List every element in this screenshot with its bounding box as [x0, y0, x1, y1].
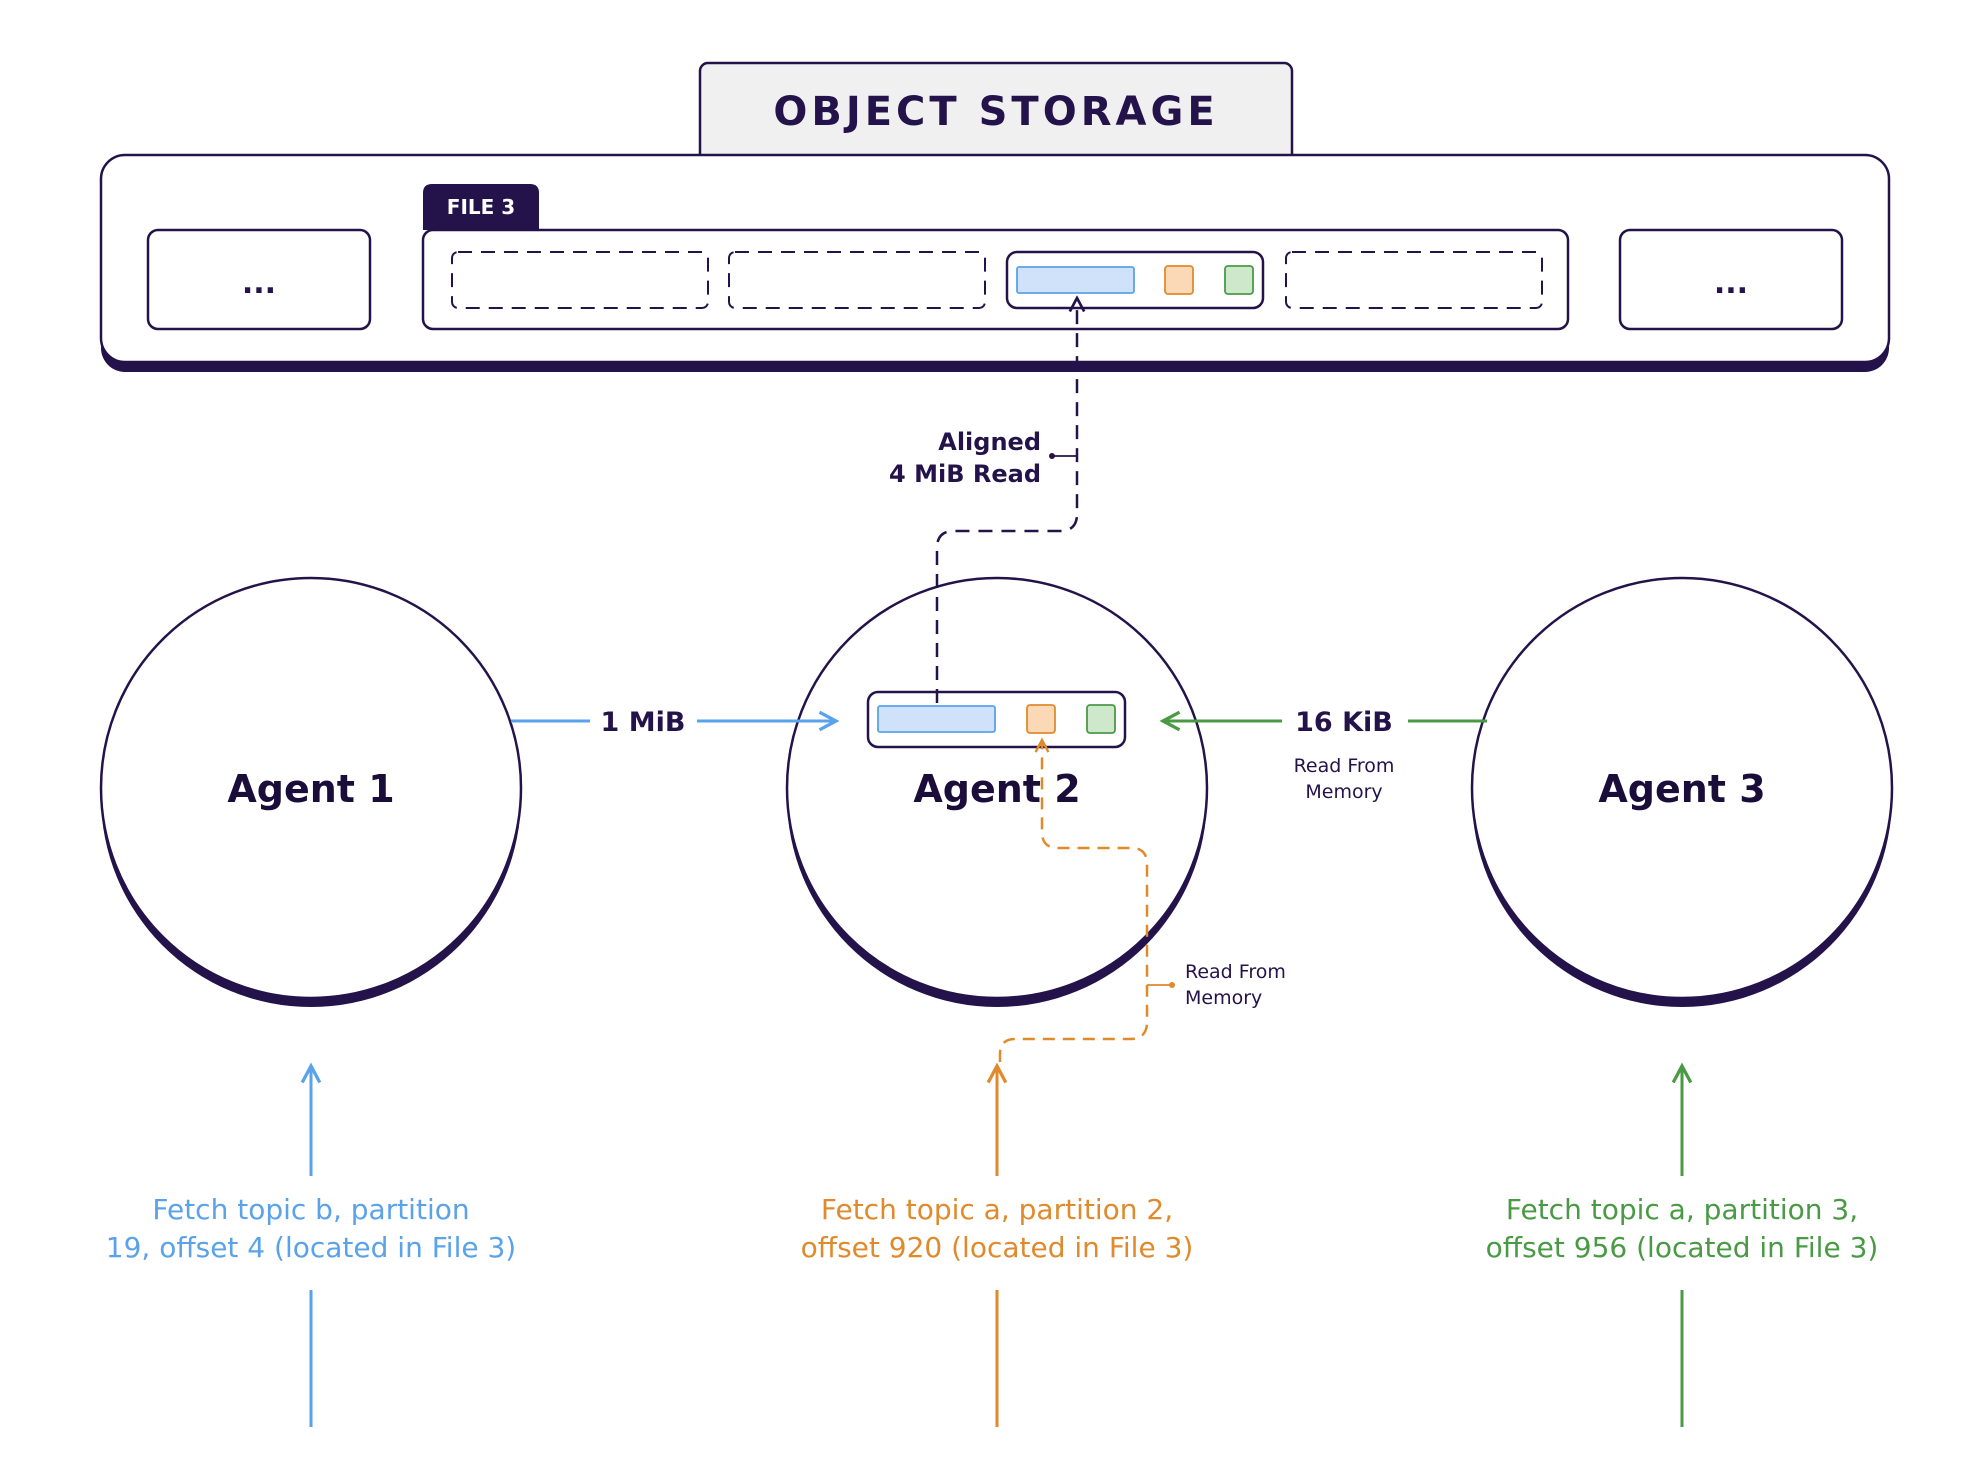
- file3-segment-2: [728, 251, 986, 309]
- request-1-text-line2: 19, offset 4 (located in File 3): [106, 1231, 516, 1264]
- agent-2: Agent 2: [785, 576, 1209, 1007]
- file3-blue-block: [1016, 266, 1135, 294]
- agent3-read-from-memory-line2: Memory: [1305, 781, 1382, 803]
- agent1-to-agent2-flow: 1 MiB: [511, 707, 836, 738]
- placeholder-file-right: [1618, 228, 1844, 331]
- aligned-read-flow: Aligned 4 MiB Read: [889, 298, 1077, 703]
- file3-segment-4: [1285, 251, 1543, 309]
- agent-2-green-block: [1086, 704, 1116, 734]
- agent-1-label: Agent 1: [227, 767, 394, 811]
- agent3-to-agent2-size-label: 16 KiB: [1295, 707, 1393, 738]
- placeholder-right-label: ...: [1714, 266, 1748, 301]
- agent-3-circle: [1470, 576, 1894, 1000]
- agent-1: Agent 1: [99, 576, 523, 1007]
- placeholder-file-left: [146, 228, 372, 331]
- agent2-read-from-memory-flow: Read From Memory: [998, 740, 1286, 1062]
- object-storage: OBJECT STORAGE ... ... FILE 3: [99, 61, 1891, 372]
- agent2-read-from-memory-line1: Read From: [1185, 961, 1286, 983]
- file3-tab: [423, 184, 539, 230]
- file3-label: FILE 3: [447, 195, 515, 219]
- agent-3-label: Agent 3: [1598, 767, 1765, 811]
- aligned-read-label-line1: Aligned: [938, 428, 1041, 456]
- agent-2-label: Agent 2: [913, 767, 1080, 811]
- agent-2-orange-block: [1026, 704, 1056, 734]
- aligned-read-arrow: [935, 298, 1077, 703]
- agent2-memory-read-arrow: [998, 740, 1149, 1062]
- request-agent-3: Fetch topic a, partition 3, offset 956 (…: [1486, 1066, 1879, 1427]
- file3-container: [421, 228, 1570, 331]
- file3-segment-active: [1005, 250, 1265, 310]
- agent2-memory-connector-dot: [1169, 982, 1175, 988]
- aligned-read-connector-dot: [1049, 453, 1055, 459]
- agent-2-circle: [785, 576, 1209, 1000]
- placeholder-left-label: ...: [242, 266, 276, 301]
- aligned-read-label-line2: 4 MiB Read: [889, 460, 1041, 488]
- file3-orange-block: [1164, 265, 1194, 295]
- request-agent-2: Fetch topic a, partition 2, offset 920 (…: [801, 1066, 1194, 1427]
- file3-segment-1: [451, 251, 709, 309]
- request-2-text-line2: offset 920 (located in File 3): [801, 1231, 1194, 1264]
- agent3-to-agent2-flow: 16 KiB Read From Memory: [1163, 707, 1487, 803]
- file3-green-block: [1224, 265, 1254, 295]
- agent3-read-from-memory-line1: Read From: [1294, 755, 1395, 777]
- request-3-text-line2: offset 956 (located in File 3): [1486, 1231, 1879, 1264]
- request-1-text-line1: Fetch topic b, partition: [152, 1193, 469, 1226]
- agent-3: Agent 3: [1470, 576, 1894, 1007]
- object-storage-title: OBJECT STORAGE: [773, 89, 1218, 135]
- agent-1-circle: [99, 576, 523, 1000]
- agent-2-blue-block: [877, 705, 996, 733]
- request-agent-1: Fetch topic b, partition 19, offset 4 (l…: [106, 1066, 516, 1427]
- request-3-text-line1: Fetch topic a, partition 3,: [1506, 1193, 1858, 1226]
- request-2-text-line1: Fetch topic a, partition 2,: [821, 1193, 1173, 1226]
- agent2-read-from-memory-line2: Memory: [1185, 987, 1262, 1009]
- agent1-to-agent2-size-label: 1 MiB: [601, 707, 686, 738]
